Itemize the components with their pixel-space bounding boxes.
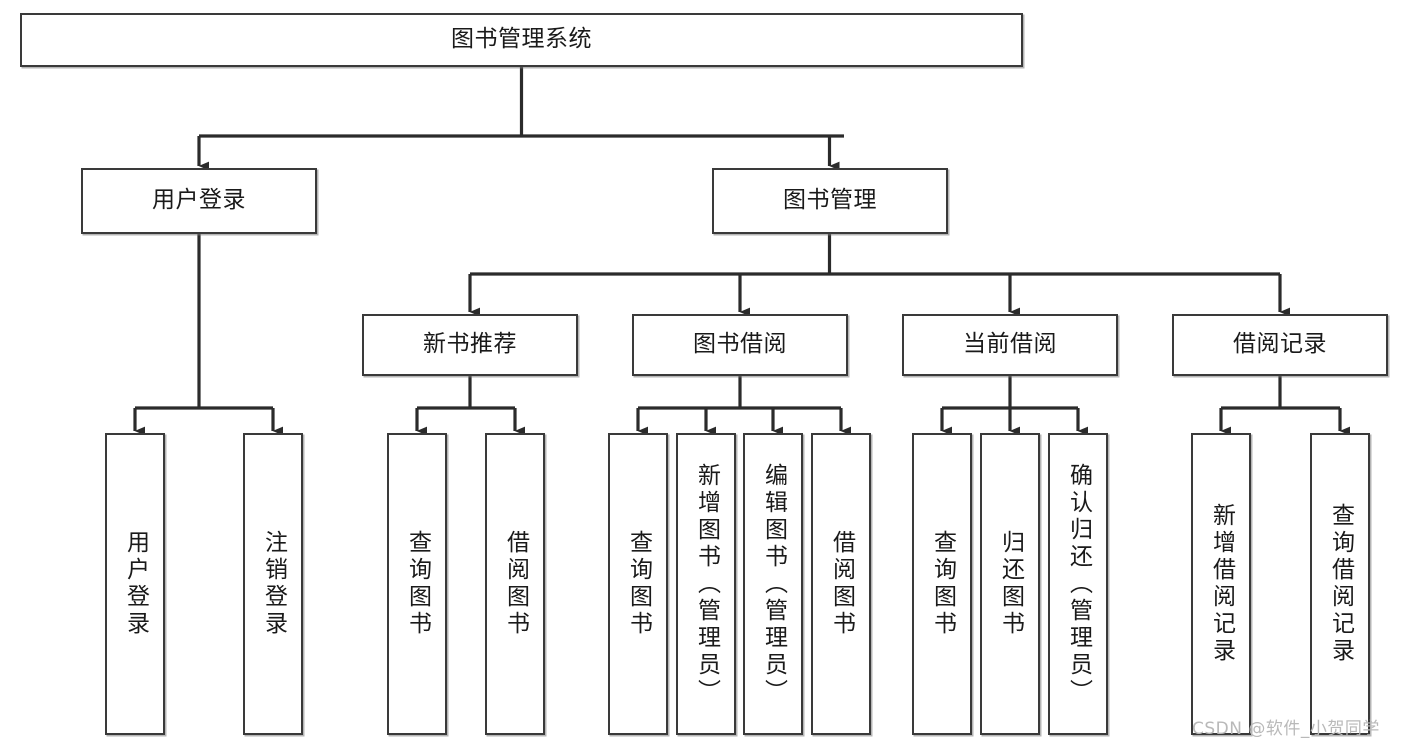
leaf-edit-book-admin[interactable]: 编辑图书（管理员） [743,433,803,735]
node-label: 图书管理 [783,187,877,214]
leaf-query-book-current[interactable]: 查询图书 [912,433,972,735]
node-label: 借阅记录 [1233,331,1327,358]
node-label: 用户登录 [152,187,246,214]
leaf-borrow-book-recommendation[interactable]: 借阅图书 [485,433,545,735]
node-root-book-management-system[interactable]: 图书管理系统 [20,13,1023,67]
leaf-query-book-recommendation[interactable]: 查询图书 [387,433,447,735]
node-label: 用户登录 [122,530,149,638]
node-new-book-recommendation[interactable]: 新书推荐 [362,314,578,376]
node-label: 查询借阅记录 [1327,503,1354,665]
node-label: 当前借阅 [963,331,1057,358]
node-label: 查询图书 [929,530,956,638]
node-current-borrowing[interactable]: 当前借阅 [902,314,1118,376]
node-book-management[interactable]: 图书管理 [712,168,948,234]
leaf-user-login[interactable]: 用户登录 [105,433,165,735]
node-label: 新增图书（管理员） [693,462,720,706]
node-label: 归还图书 [997,530,1024,638]
node-label: 借阅图书 [502,530,529,638]
node-label: 新书推荐 [423,331,517,358]
node-book-borrowing[interactable]: 图书借阅 [632,314,848,376]
node-label: 图书管理系统 [451,26,592,53]
csdn-watermark: CSDN @软件_小贺同学 [1192,719,1380,739]
leaf-borrow-book-borrowing[interactable]: 借阅图书 [811,433,871,735]
leaf-query-borrowing-record[interactable]: 查询借阅记录 [1310,433,1370,735]
leaf-query-book-borrowing[interactable]: 查询图书 [608,433,668,735]
leaf-return-book[interactable]: 归还图书 [980,433,1040,735]
node-label: 图书借阅 [693,331,787,358]
node-label: 查询图书 [404,530,431,638]
node-user-login[interactable]: 用户登录 [81,168,317,234]
node-borrowing-records[interactable]: 借阅记录 [1172,314,1388,376]
leaf-add-book-admin[interactable]: 新增图书（管理员） [676,433,736,735]
node-label: 新增借阅记录 [1208,503,1235,665]
node-label: 注销登录 [260,530,287,638]
leaf-add-borrowing-record[interactable]: 新增借阅记录 [1191,433,1251,735]
leaf-confirm-return-admin[interactable]: 确认归还（管理员） [1048,433,1108,735]
node-label: 确认归还（管理员） [1065,462,1092,706]
node-label: 查询图书 [625,530,652,638]
node-label: 借阅图书 [828,530,855,638]
node-label: 编辑图书（管理员） [760,462,787,706]
leaf-logout-login[interactable]: 注销登录 [243,433,303,735]
